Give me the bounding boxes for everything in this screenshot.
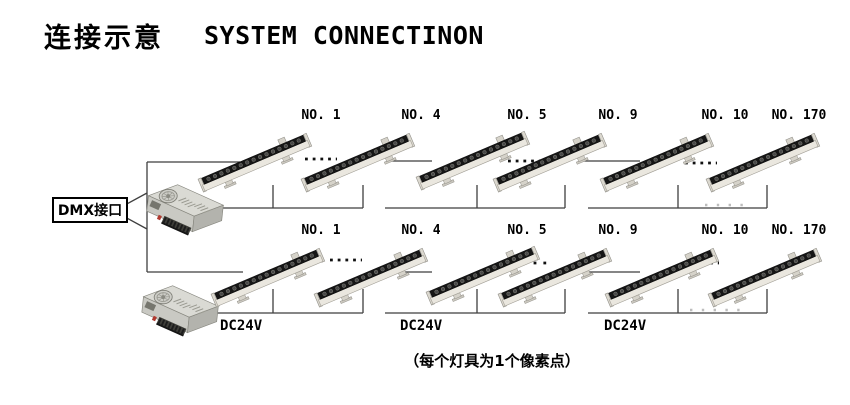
power-supply-bottom — [139, 282, 221, 341]
page-title-chinese: 连接示意 — [44, 23, 164, 54]
fixture-label-bottom-3: NO. 5 — [507, 223, 547, 238]
page-title-english: SYSTEM CONNECTINON — [204, 21, 484, 50]
dmx-interface-box: DMX接口 — [52, 197, 128, 223]
dc24v-label-1: DC24V — [220, 318, 263, 334]
dc24v-label-2: DC24V — [400, 318, 443, 334]
power-supply-top — [144, 181, 226, 240]
led-bar-top-6 — [703, 128, 823, 198]
led-bar-top-1 — [195, 128, 315, 198]
led-bar-bottom-5 — [602, 243, 722, 313]
fixture-label-top-3: NO. 5 — [507, 108, 547, 123]
led-bar-bottom-3 — [423, 241, 543, 311]
fixture-label-bottom-5: NO. 10 — [701, 223, 749, 238]
fixture-label-top-2: NO. 4 — [401, 108, 441, 123]
led-bar-bottom-6 — [705, 243, 825, 313]
led-bar-top-2 — [298, 128, 418, 198]
fixture-label-top-6: NO. 170 — [771, 108, 827, 123]
led-bar-top-5 — [597, 128, 717, 198]
power-bus-top — [216, 185, 768, 209]
fixture-label-bottom-4: NO. 9 — [598, 223, 638, 238]
fixture-label-bottom-2: NO. 4 — [401, 223, 441, 238]
fixture-label-bottom-1: NO. 1 — [301, 223, 341, 238]
dmx-fanout-lines — [124, 161, 243, 273]
dmx-interface-label: DMX接口 — [57, 203, 123, 219]
dc24v-label-3: DC24V — [604, 318, 647, 334]
led-bar-bottom-1 — [208, 243, 328, 313]
fixture-label-top-4: NO. 9 — [598, 108, 638, 123]
power-bus-bottom — [214, 289, 768, 314]
fixture-label-top-1: NO. 1 — [301, 108, 341, 123]
led-bar-bottom-2 — [311, 243, 431, 313]
fixture-label-bottom-6: NO. 170 — [771, 223, 827, 238]
pixel-note-caption: （每个灯具为1个像素点） — [404, 352, 580, 370]
fixture-label-top-5: NO. 10 — [701, 108, 749, 123]
